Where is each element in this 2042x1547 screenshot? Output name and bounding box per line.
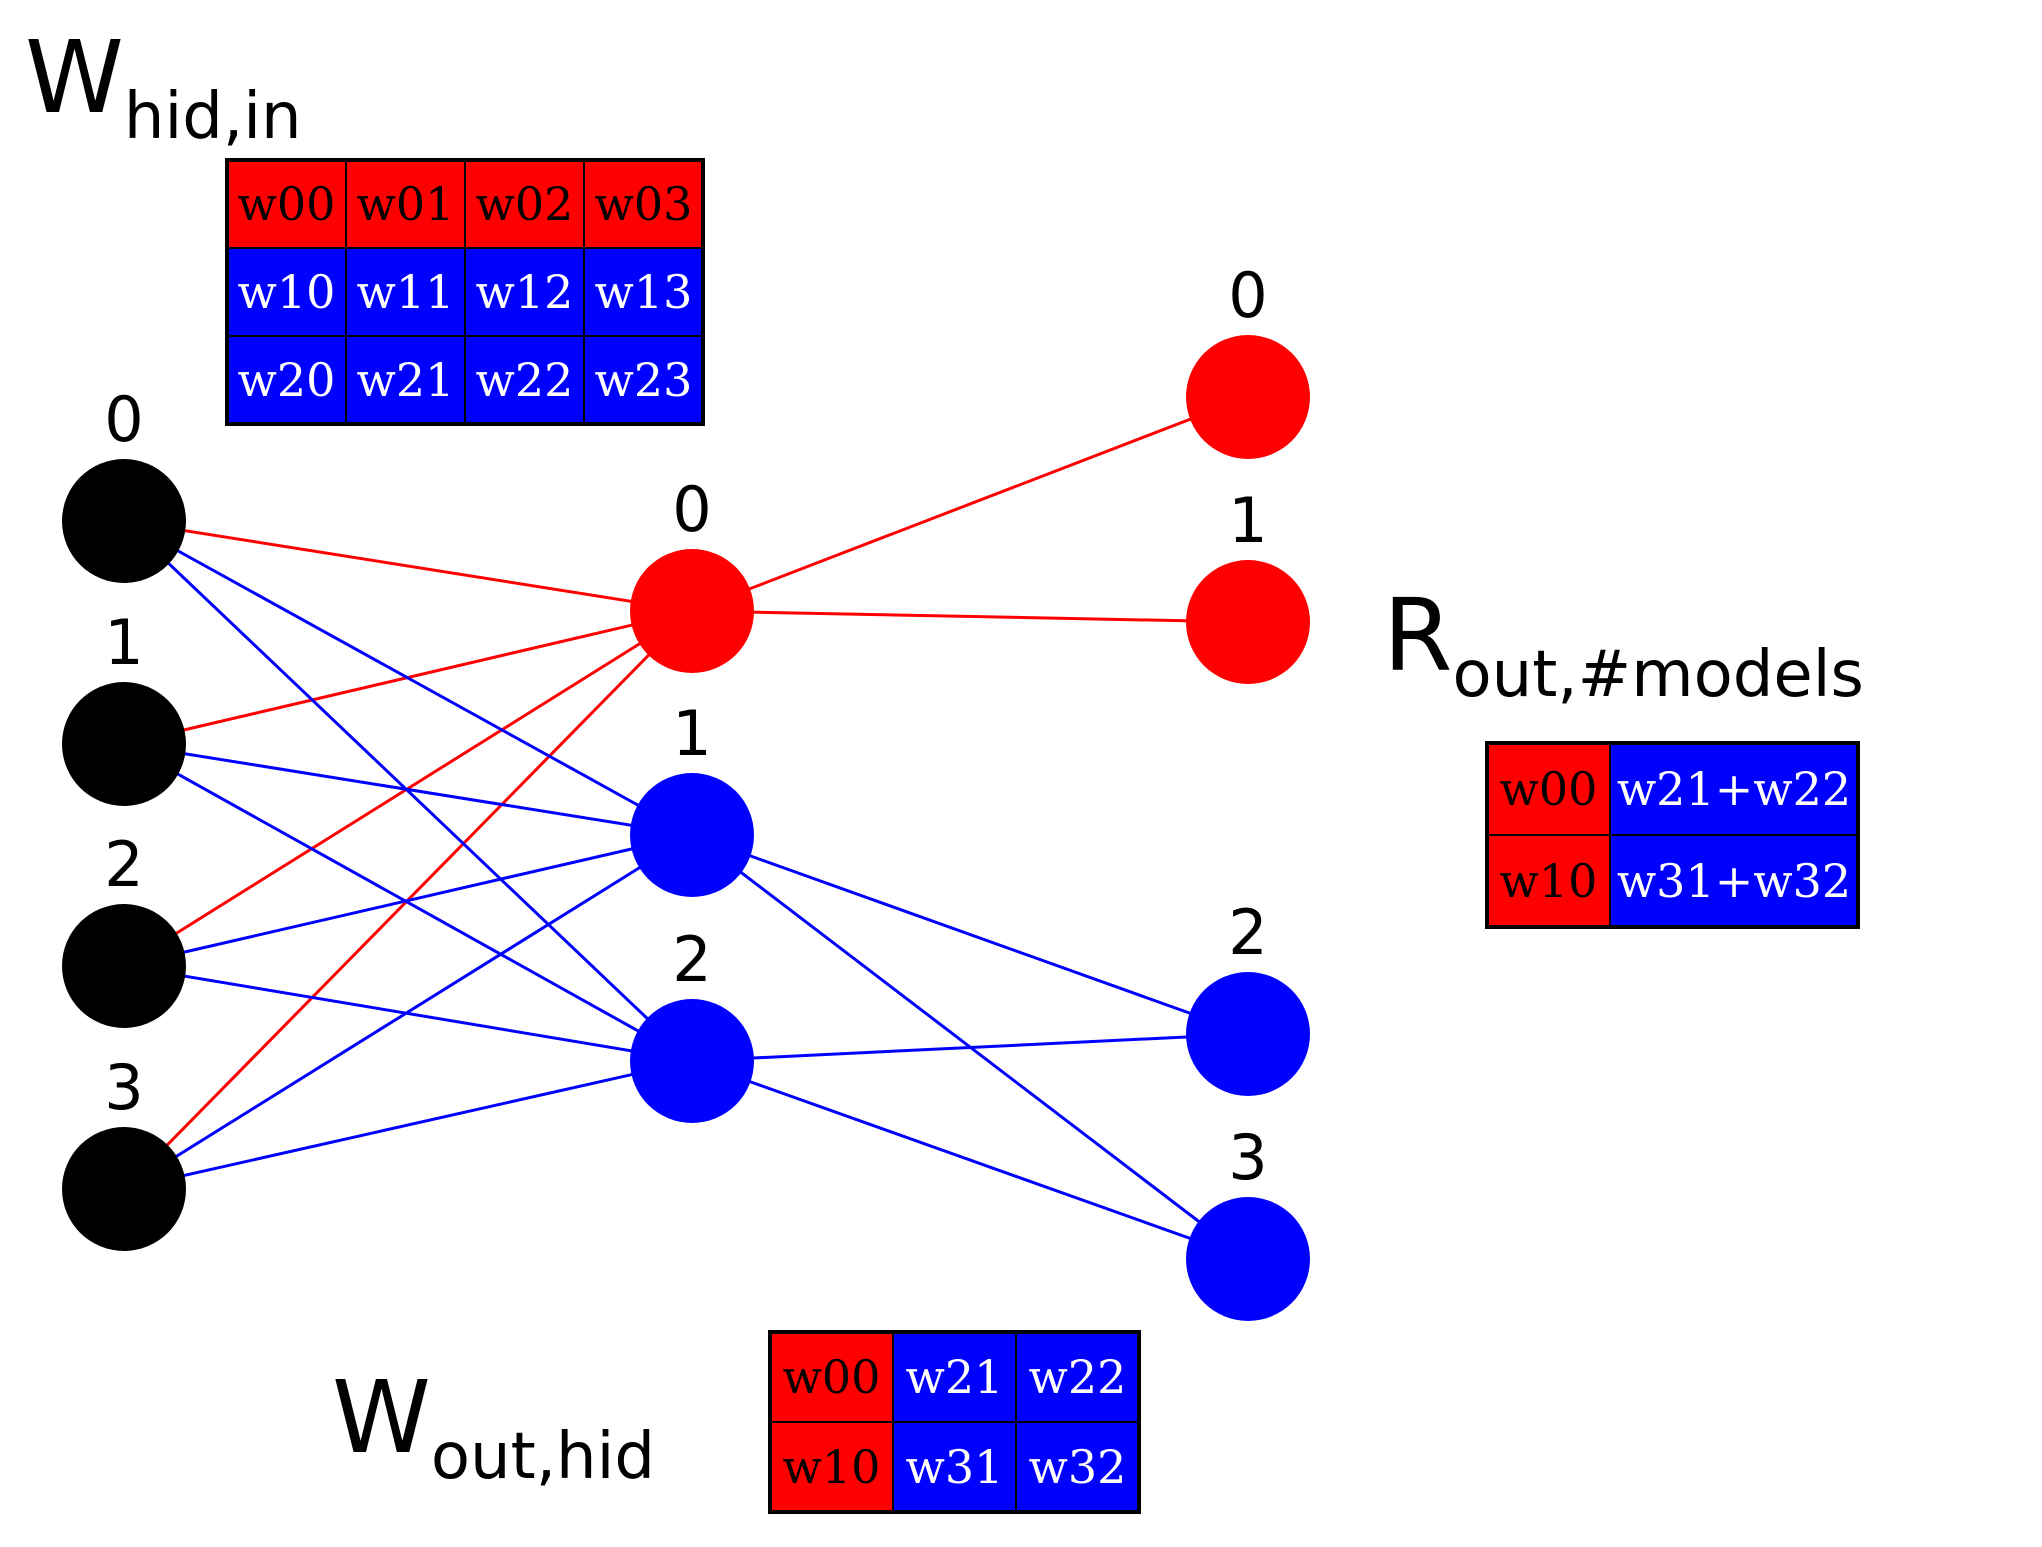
output-node-label-0: 0 <box>1228 259 1267 332</box>
edge-hid-out-0-1 <box>691 609 1249 624</box>
matrix-w-hid-in-cell-bg-0-2 <box>464 159 585 249</box>
matrix-w-hid-in-cell-0-2: w02 <box>476 177 574 231</box>
matrix-w-hid-in-cell-2-3: w23 <box>595 353 693 407</box>
matrix-w-out-hid-cell-bg-0-2 <box>1015 1331 1140 1423</box>
matrix-w-out-hid-title: W <box>332 1359 431 1476</box>
input-node-0 <box>62 459 186 583</box>
matrix-w-hid-in-title: W <box>25 19 124 136</box>
matrix-w-hid-in-cell-0-1: w01 <box>357 177 455 231</box>
matrix-r-out-models-cell-0-0: w00 <box>1500 762 1598 816</box>
edges-layer <box>122 395 1249 1261</box>
matrix-w-hid-in-cell-2-1: w21 <box>357 353 455 407</box>
edge-in-hid-2-1 <box>123 833 693 968</box>
input-node-label-1: 1 <box>104 606 143 679</box>
matrix-r-out-models-subscript: out,#models <box>1452 638 1863 712</box>
hidden-node-0 <box>630 549 754 673</box>
matrix-w-hid-in-cell-bg-1-0 <box>226 247 347 337</box>
edge-hid-out-2-3 <box>691 1059 1249 1261</box>
matrix-r-out-models-grid: w00 w21+w22 w10 w31+w32 <box>1485 741 1860 929</box>
matrix-w-hid-in-cell-bg-1-2 <box>464 247 585 337</box>
matrix-r-out-models-title: R <box>1383 577 1452 694</box>
matrix-w-out-hid-cell-bg-1-1 <box>892 1421 1017 1513</box>
edge-hid-out-1-2 <box>691 833 1249 1036</box>
matrix-w-out-hid-grid: w00 w21 w22 w10 w31 w32 <box>768 1330 1141 1514</box>
input-node-2 <box>62 904 186 1028</box>
matrix-w-out-hid-border <box>768 1330 1141 1514</box>
input-node-label-3: 3 <box>104 1051 143 1124</box>
svg-text:Wout,hid: Wout,hid <box>332 1359 655 1494</box>
matrix-w-out-hid-cell-0-1: w21 <box>906 1350 1004 1404</box>
matrix-w-hid-in-cell-bg-2-2 <box>464 335 585 425</box>
matrix-w-out-hid-cell-bg-1-2 <box>1015 1421 1140 1513</box>
matrix-w-hid-in-cell-bg-0-3 <box>583 159 704 249</box>
matrix-w-hid-in-cell-1-0: w10 <box>238 265 336 319</box>
matrix-w-hid-in-subscript: hid,in <box>124 80 302 154</box>
matrix-w-hid-in-cell-0-3: w03 <box>595 177 693 231</box>
matrix-r-out-models: Rout,#models w00 w21+w22 w10 w31+w32 <box>1383 577 1864 929</box>
matrix-w-hid-in-grid: w00 w01 w02 w03 w10 w11 w12 w13 w20 w21 w22 w23 <box>225 158 705 426</box>
output-node-1 <box>1186 560 1310 684</box>
matrix-w-hid-in-cell-bg-2-3 <box>583 335 704 425</box>
matrix-r-out-models-cell-0-1: w21+w22 <box>1617 762 1851 816</box>
output-node-0 <box>1186 335 1310 459</box>
hidden-node-label-2: 2 <box>672 923 711 996</box>
output-node-3 <box>1186 1197 1310 1321</box>
nodes-layer: 0 1 2 3 0 1 2 0 1 2 3 <box>62 259 1310 1321</box>
matrix-r-out-models-cell-bg-0-1 <box>1609 742 1859 836</box>
matrix-w-out-hid-subscript: out,hid <box>431 1420 655 1494</box>
edge-in-hid-1-2 <box>123 742 693 1063</box>
matrix-r-out-models-cell-bg-1-1 <box>1609 834 1859 928</box>
matrix-w-hid-in-cell-bg-1-1 <box>345 247 466 337</box>
edge-in-hid-0-0 <box>123 519 693 613</box>
matrix-w-hid-in-cell-1-1: w11 <box>357 265 455 319</box>
matrix-r-out-models-cell-1-1: w31+w32 <box>1617 854 1851 908</box>
hidden-node-label-1: 1 <box>672 697 711 770</box>
input-node-1 <box>62 682 186 806</box>
edge-hid-out-2-2 <box>691 1032 1249 1063</box>
matrix-w-out-hid-cell-0-2: w22 <box>1029 1350 1127 1404</box>
output-node-label-3: 3 <box>1228 1121 1267 1194</box>
input-node-label-2: 2 <box>104 828 143 901</box>
hidden-node-2 <box>630 999 754 1123</box>
input-node-3 <box>62 1127 186 1251</box>
matrix-r-out-models-border <box>1485 741 1860 929</box>
edge-in-hid-0-1 <box>123 519 693 837</box>
matrix-w-out-hid-cell-1-2: w32 <box>1029 1440 1127 1494</box>
svg-text:Whid,in: Whid,in <box>25 19 302 154</box>
output-node-2 <box>1186 972 1310 1096</box>
svg-text:Rout,#models: Rout,#models <box>1383 577 1864 712</box>
hidden-node-label-0: 0 <box>672 473 711 546</box>
edge-in-hid-0-2 <box>122 519 694 1063</box>
output-node-label-1: 1 <box>1228 484 1267 557</box>
matrix-w-hid-in-border <box>225 158 705 426</box>
edge-hid-out-0-0 <box>691 395 1249 613</box>
matrix-w-hid-in-cell-bg-0-1 <box>345 159 466 249</box>
hidden-node-1 <box>630 773 754 897</box>
matrix-w-out-hid: Wout,hid w00 w21 w22 w10 w31 w32 <box>332 1330 1141 1514</box>
edge-in-hid-3-2 <box>123 1059 693 1191</box>
matrix-w-out-hid-cell-0-0: w00 <box>783 1350 881 1404</box>
matrix-w-hid-in-cell-0-0: w00 <box>238 177 336 231</box>
edge-in-hid-2-2 <box>123 964 693 1063</box>
matrix-w-hid-in-cell-2-2: w22 <box>476 353 574 407</box>
matrix-w-hid-in-cell-1-3: w13 <box>595 265 693 319</box>
matrix-w-hid-in-cell-1-2: w12 <box>476 265 574 319</box>
input-node-label-0: 0 <box>104 383 143 456</box>
matrix-r-out-models-cell-bg-1-0 <box>1486 834 1611 928</box>
matrix-r-out-models-cell-1-0: w10 <box>1500 854 1598 908</box>
matrix-w-out-hid-cell-1-1: w31 <box>906 1440 1004 1494</box>
matrix-w-hid-in-cell-2-0: w20 <box>238 353 336 407</box>
matrix-w-out-hid-cell-1-0: w10 <box>783 1440 881 1494</box>
output-node-label-2: 2 <box>1228 896 1267 969</box>
matrix-r-out-models-cell-bg-0-0 <box>1486 742 1611 836</box>
matrix-w-hid-in: Whid,in w00 w01 w02 w03 w10 w11 w12 w13 w20 w21 w2… <box>25 19 705 426</box>
